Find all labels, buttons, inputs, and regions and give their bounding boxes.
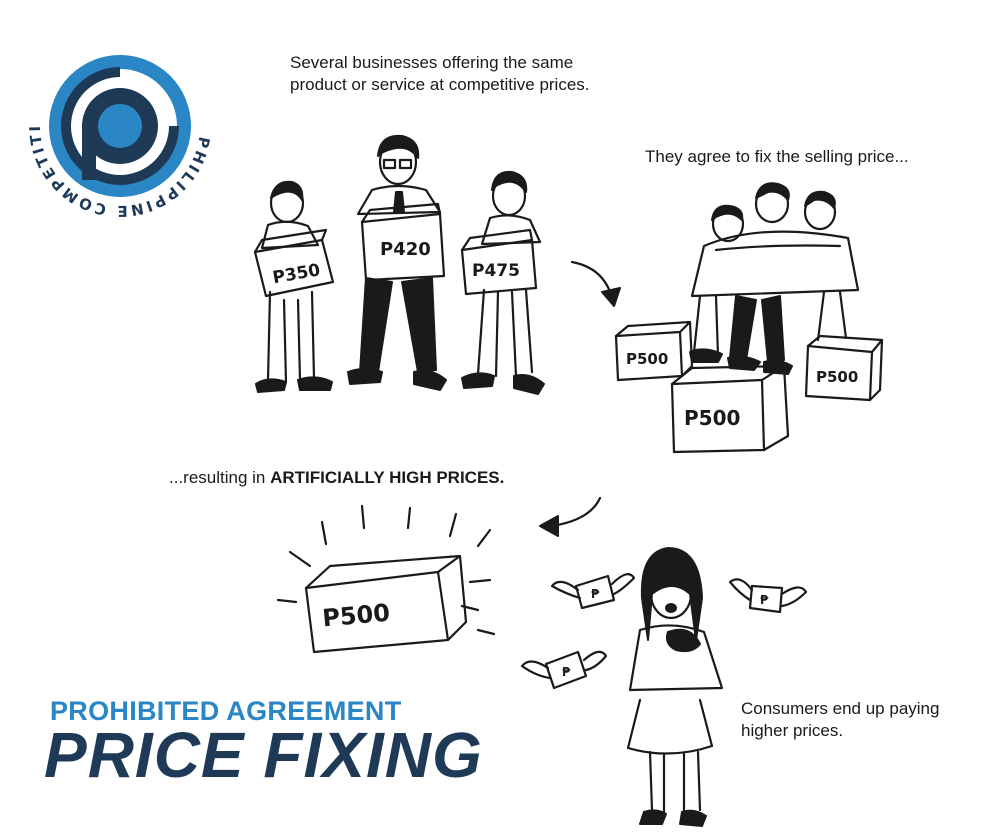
svg-text:P500: P500: [321, 599, 391, 633]
box-business1: P350: [253, 228, 335, 298]
arrow-step1-to-step2: [570, 260, 621, 307]
caption-step1: Several businesses offering the same pro…: [290, 53, 590, 94]
svg-text:P500: P500: [626, 350, 668, 368]
caption-step3-prefix: ...resulting in: [169, 468, 271, 487]
caption-step2: They agree to fix the selling price...: [645, 147, 909, 166]
svg-text:P500: P500: [816, 368, 858, 386]
pcc-logo: PHILIPPINE COMPETITION COMMISSION: [9, 10, 222, 228]
consumer: [626, 547, 724, 827]
box-business2: P420: [360, 202, 446, 282]
svg-text:P500: P500: [684, 406, 740, 430]
flying-money-1: ₱: [550, 573, 636, 610]
box-business3: P475: [460, 228, 538, 296]
huddled-businesses: [689, 182, 860, 375]
business-person-3: [461, 170, 545, 395]
box-fixed1: P500: [614, 320, 694, 382]
flying-money-3: ₱: [520, 650, 608, 690]
svg-text:P350: P350: [271, 260, 322, 288]
box-fixed2: P500: [670, 364, 790, 454]
svg-text:P420: P420: [380, 239, 431, 260]
title-main: PRICE FIXING: [44, 719, 483, 791]
arrow-step2-to-step3: [539, 496, 602, 537]
emphasis-lines: [276, 504, 496, 636]
money-symbol-1: ₱: [591, 587, 600, 601]
box-fixed3: P500: [804, 334, 884, 402]
flying-money-2: ₱: [728, 578, 808, 614]
caption-step3-emphasis: ARTIFICIALLY HIGH PRICES.: [270, 468, 505, 487]
caption-step4: Consumers end up paying higher prices.: [741, 699, 940, 740]
caption-step3: ...resulting in ARTIFICIALLY HIGH PRICES…: [169, 467, 589, 489]
money-symbol-2: ₱: [760, 593, 769, 607]
money-symbol-3: ₱: [562, 665, 571, 679]
title-subtitle: PROHIBITED AGREEMENT: [50, 696, 402, 726]
business-person-2: [347, 134, 447, 391]
business-person-1: [255, 180, 333, 393]
consumer-wallet: [666, 628, 701, 653]
box-result: P500: [304, 554, 468, 654]
svg-text:P475: P475: [472, 261, 520, 281]
